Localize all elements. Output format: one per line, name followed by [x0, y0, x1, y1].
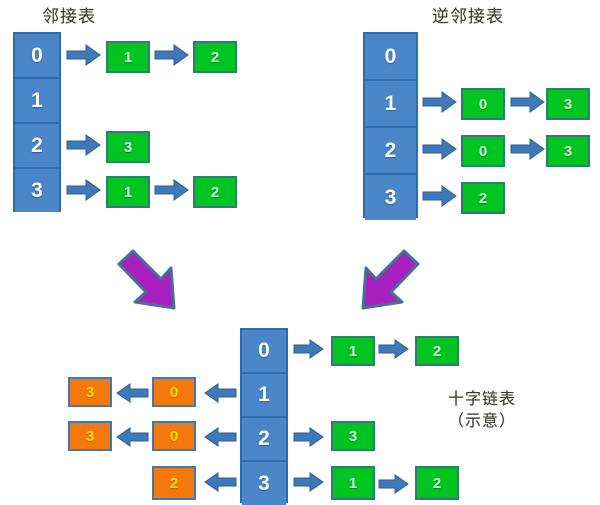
adjacency-vertex-cell-3[interactable]: 3: [15, 169, 59, 212]
inverse-adjacency-vertex-cell-2[interactable]: 2: [365, 128, 416, 175]
adjacency-node-r3-1[interactable]: 2: [193, 176, 237, 208]
inverse-adjacency-arrow-right-r2c1: [510, 138, 545, 160]
adjacency-vertex-cell-1[interactable]: 1: [15, 79, 59, 124]
inverse-adjacency-list-title: 逆邻接表: [432, 7, 504, 27]
orthogonal-in-arrow-left-r3c0: [204, 472, 237, 492]
orthogonal-vertex-cell-1[interactable]: 1: [242, 374, 286, 418]
adjacency-list-title: 邻接表: [42, 7, 96, 27]
adjacency-vertex-cell-0[interactable]: 0: [15, 34, 59, 79]
orthogonal-vertex-column: 0 1 2 3: [240, 328, 288, 505]
inverse-adjacency-vertex-column: 0 1 2 3: [363, 32, 418, 220]
orthogonal-out-node-r0-1[interactable]: 2: [415, 336, 459, 366]
adjacency-arrow-right-r3c1: [154, 179, 189, 201]
orthogonal-in-arrow-left-r1c1: [116, 383, 149, 403]
left-transition-arrow: [115, 248, 179, 314]
orthogonal-out-node-r3-1[interactable]: 2: [415, 466, 459, 500]
orthogonal-out-arrow-right-r3c0: [293, 472, 324, 492]
adjacency-vertex-column: 0 1 2 3: [13, 32, 61, 212]
orthogonal-vertex-cell-2[interactable]: 2: [242, 418, 286, 462]
inverse-adjacency-vertex-cell-3[interactable]: 3: [365, 175, 416, 220]
inverse-adjacency-vertex-cell-0[interactable]: 0: [365, 34, 416, 81]
orthogonal-out-arrow-right-r0c0: [293, 339, 324, 359]
adjacency-arrow-right-r0c1: [154, 44, 189, 66]
inverse-adjacency-node-r2-0[interactable]: 0: [461, 135, 505, 167]
adjacency-arrow-right-r2c0: [66, 134, 101, 156]
inverse-adjacency-node-r3-0[interactable]: 2: [461, 182, 505, 214]
adjacency-node-r0-1[interactable]: 2: [193, 41, 237, 73]
inverse-adjacency-node-r2-1[interactable]: 3: [546, 135, 590, 167]
inverse-adjacency-arrow-right-r2c0: [422, 138, 457, 160]
inverse-adjacency-arrow-right-r3c0: [422, 185, 457, 207]
adjacency-vertex-cell-2[interactable]: 2: [15, 124, 59, 169]
orthogonal-list-title-line1: 十字链表: [447, 389, 516, 408]
adjacency-node-r3-0[interactable]: 1: [106, 176, 150, 208]
orthogonal-in-node-r2-1[interactable]: 3: [68, 421, 112, 451]
orthogonal-in-node-r1-0[interactable]: 0: [152, 377, 196, 407]
orthogonal-in-node-r1-1[interactable]: 3: [68, 377, 112, 407]
orthogonal-out-arrow-right-r3c1: [378, 474, 409, 494]
orthogonal-list-title-line2: （示意）: [447, 411, 516, 430]
orthogonal-out-node-r0-0[interactable]: 1: [331, 336, 375, 366]
orthogonal-vertex-cell-0[interactable]: 0: [242, 330, 286, 374]
orthogonal-out-node-r3-0[interactable]: 1: [331, 466, 375, 500]
orthogonal-vertex-cell-3[interactable]: 3: [242, 462, 286, 505]
adjacency-node-r0-0[interactable]: 1: [106, 41, 150, 73]
inverse-adjacency-arrow-right-r1c0: [422, 91, 457, 113]
inverse-adjacency-node-r1-1[interactable]: 3: [546, 88, 590, 120]
orthogonal-in-arrow-left-r2c1: [116, 427, 149, 447]
adjacency-arrow-right-r3c0: [66, 179, 101, 201]
orthogonal-in-node-r3-0[interactable]: 2: [152, 466, 196, 500]
adjacency-node-r2-0[interactable]: 3: [106, 131, 150, 163]
right-transition-arrow: [358, 248, 422, 314]
inverse-adjacency-node-r1-0[interactable]: 0: [461, 88, 505, 120]
orthogonal-in-node-r2-0[interactable]: 0: [152, 421, 196, 451]
orthogonal-in-arrow-left-r2c0: [204, 427, 237, 447]
orthogonal-out-arrow-right-r2c0: [293, 427, 324, 447]
adjacency-arrow-right-r0c0: [66, 44, 101, 66]
orthogonal-out-node-r2-0[interactable]: 3: [331, 421, 375, 451]
orthogonal-out-arrow-right-r0c1: [378, 339, 409, 359]
orthogonal-in-arrow-left-r1c0: [204, 383, 237, 403]
inverse-adjacency-arrow-right-r1c1: [510, 91, 545, 113]
inverse-adjacency-vertex-cell-1[interactable]: 1: [365, 81, 416, 128]
